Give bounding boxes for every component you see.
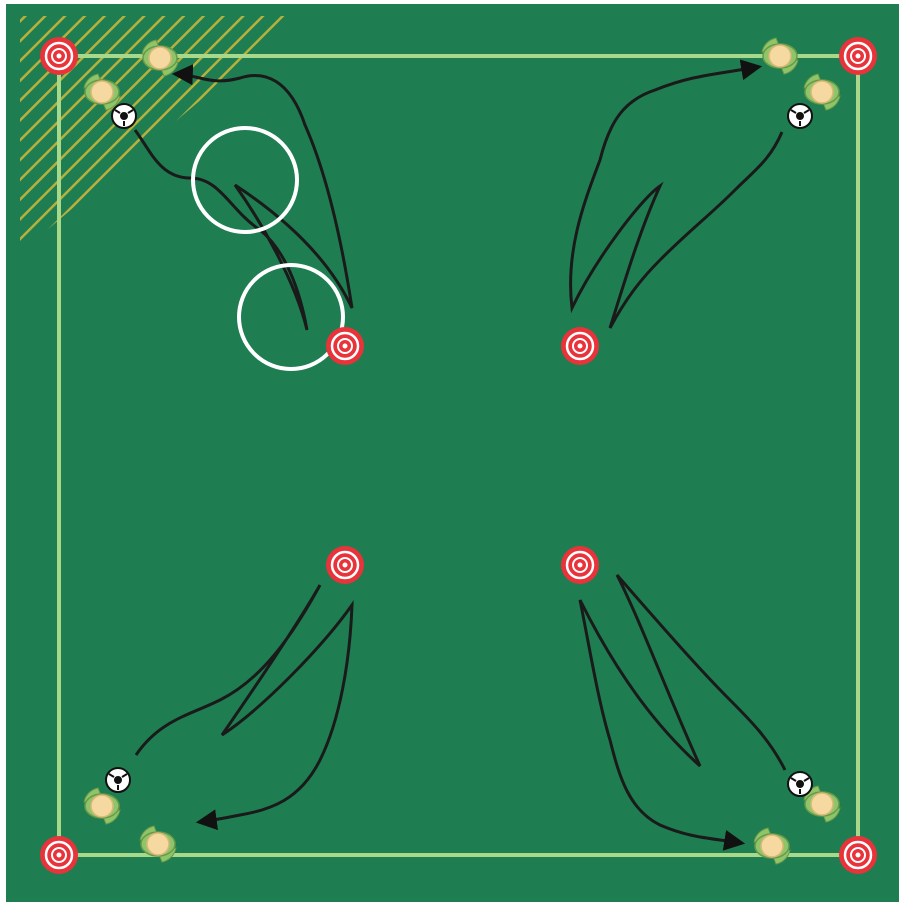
ball-icon xyxy=(788,772,812,796)
cone-icon xyxy=(839,836,877,874)
ball-icon xyxy=(788,104,812,128)
ball-icon xyxy=(106,768,130,792)
cone-icon xyxy=(839,37,877,75)
cone-icon xyxy=(40,37,78,75)
ball-icon xyxy=(112,104,136,128)
cone-icon xyxy=(561,546,599,584)
cone-icon xyxy=(561,327,599,365)
cone-icon xyxy=(40,836,78,874)
cone-icon xyxy=(326,327,364,365)
cone-icon xyxy=(326,546,364,584)
